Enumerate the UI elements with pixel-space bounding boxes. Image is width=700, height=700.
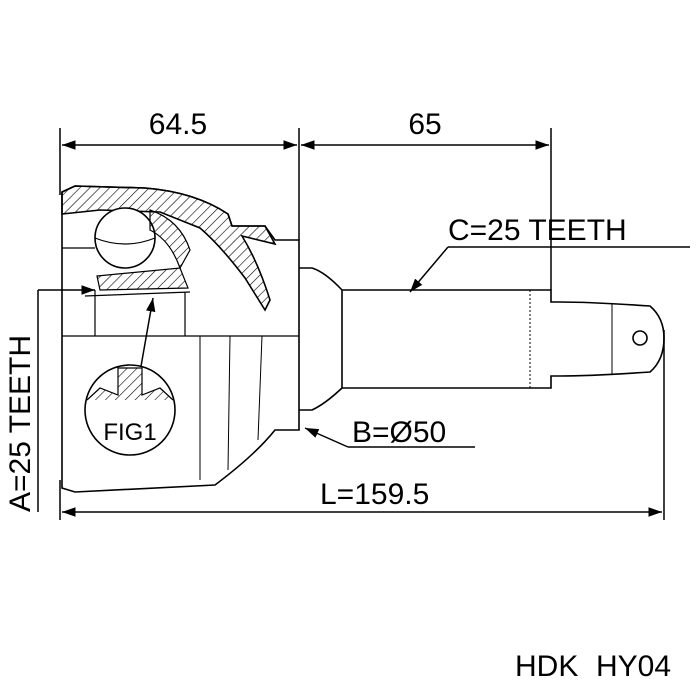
housing-outline [61, 185, 300, 493]
label-spline-a: A=25 TEETH [4, 335, 37, 512]
label-diameter-b: B=Ø50 [352, 416, 446, 449]
label-total-length: L=159.5 [320, 478, 429, 511]
brand-name: HDK [515, 650, 578, 683]
outer-housing [61, 185, 300, 493]
fig1-label: FIG1 [103, 419, 156, 446]
ball-bearing [94, 207, 156, 269]
part-number: HY04 [596, 650, 671, 683]
dimension-lines [37, 140, 690, 517]
fig1-callout: FIG1 [84, 364, 176, 456]
shaft [299, 267, 665, 411]
label-shaft-length: 65 [408, 108, 441, 141]
leader-fig1 [139, 297, 156, 373]
extension-lines [59, 128, 665, 520]
cotter-pin-hole [632, 330, 648, 346]
label-spline-c: C=25 TEETH [448, 214, 627, 247]
label-housing-length: 64.5 [149, 108, 207, 141]
